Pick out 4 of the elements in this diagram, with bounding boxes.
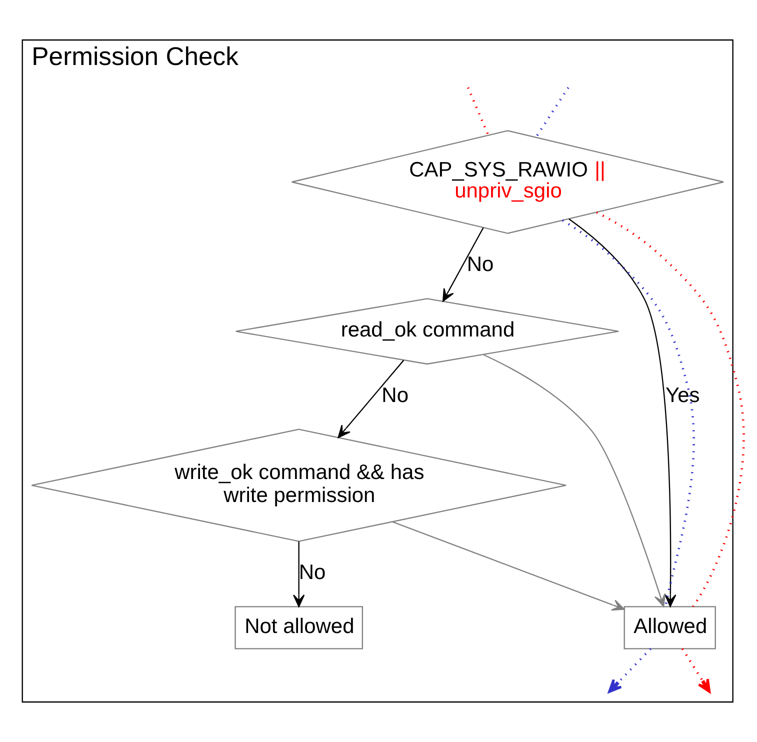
edge-label: Yes (666, 384, 700, 407)
edge-label: No (466, 253, 494, 276)
edge-label: No (298, 561, 326, 584)
edge-label: No (382, 384, 409, 407)
